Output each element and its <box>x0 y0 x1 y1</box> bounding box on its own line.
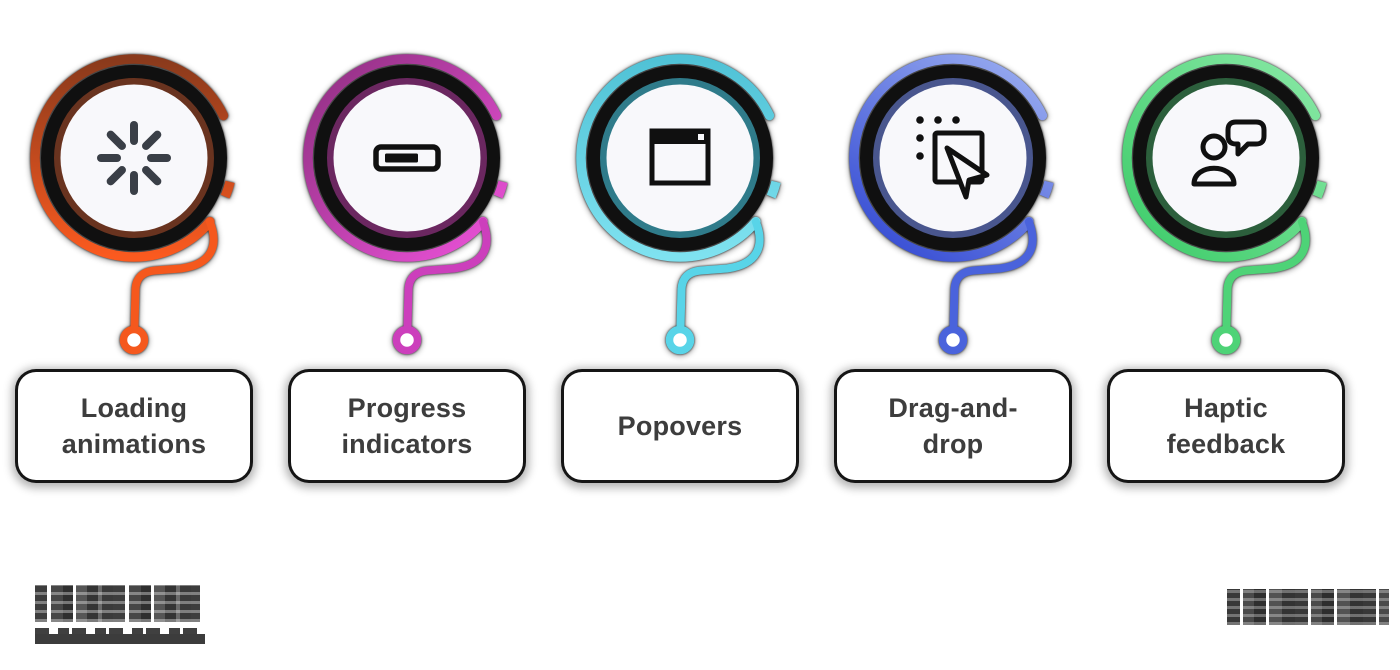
node-label-line: Popovers <box>617 411 743 441</box>
connector-line <box>1222 217 1310 330</box>
outer-arc <box>30 54 238 262</box>
node-label-line: Progress <box>347 393 467 423</box>
connector-end-ring <box>1211 325 1241 355</box>
node-label-card: Drag-and- drop <box>837 372 1069 480</box>
popover-window-icon <box>649 128 711 186</box>
wordmark-pixel-block <box>1227 589 1389 625</box>
node-popovers: Popovers <box>550 0 810 500</box>
node-label-line: animations <box>61 429 207 459</box>
node-graphic <box>849 54 1057 355</box>
outer-arc <box>849 54 1057 262</box>
connector-line <box>949 217 1037 330</box>
left-wordmark-redacted <box>35 585 205 644</box>
wordmark-pixel-block <box>35 628 205 644</box>
black-ring <box>314 65 500 251</box>
black-ring <box>860 65 1046 251</box>
connector-end-ring <box>119 325 149 355</box>
node-graphic <box>303 54 511 355</box>
node-graphic <box>1122 54 1330 355</box>
node-graphic <box>30 54 238 355</box>
inner-color-ring <box>1146 78 1306 238</box>
connector-line <box>130 217 218 330</box>
connector-end-ring <box>665 325 695 355</box>
connector-line <box>676 217 764 330</box>
drag-drop-cursor-icon <box>916 116 990 200</box>
node-face <box>1152 84 1300 232</box>
inner-color-ring <box>873 78 1033 238</box>
node-label-line: Drag-and- <box>888 393 1018 423</box>
node-label-line: indicators <box>341 429 473 459</box>
node-label-card: Popovers <box>564 372 796 480</box>
black-ring <box>41 65 227 251</box>
black-ring <box>1133 65 1319 251</box>
node-label-card: Haptic feedback <box>1110 372 1342 480</box>
inner-color-ring <box>54 78 214 238</box>
inner-color-ring <box>600 78 760 238</box>
black-ring <box>587 65 773 251</box>
node-label-line: Haptic <box>1184 393 1268 423</box>
right-wordmark-redacted <box>1227 589 1389 625</box>
node-label-line: feedback <box>1166 429 1286 459</box>
connector-end-ring <box>938 325 968 355</box>
node-loading-animations: Loading animations <box>4 0 264 500</box>
node-graphic <box>576 54 784 355</box>
outer-arc <box>1122 54 1330 262</box>
user-chat-bubble-icon <box>1191 119 1267 187</box>
loader-spinner-icon <box>97 121 171 195</box>
node-label-line: Loading <box>80 393 188 423</box>
node-face <box>606 84 754 232</box>
wordmark-pixel-block <box>35 585 200 622</box>
connector-line <box>403 217 491 330</box>
node-label-card: Loading animations <box>18 372 250 480</box>
node-label-line: drop <box>922 429 984 459</box>
connector-end-ring <box>392 325 422 355</box>
node-label-card: Progress indicators <box>291 372 523 480</box>
outer-arc <box>303 54 511 262</box>
node-progress-indicators: Progress indicators <box>277 0 537 500</box>
node-face <box>60 84 208 232</box>
inner-color-ring <box>327 78 487 238</box>
outer-arc <box>576 54 784 262</box>
node-haptic-feedback: Haptic feedback <box>1096 0 1356 500</box>
node-drag-and-drop: Drag-and- drop <box>823 0 1083 500</box>
progress-bar-icon <box>373 144 441 172</box>
